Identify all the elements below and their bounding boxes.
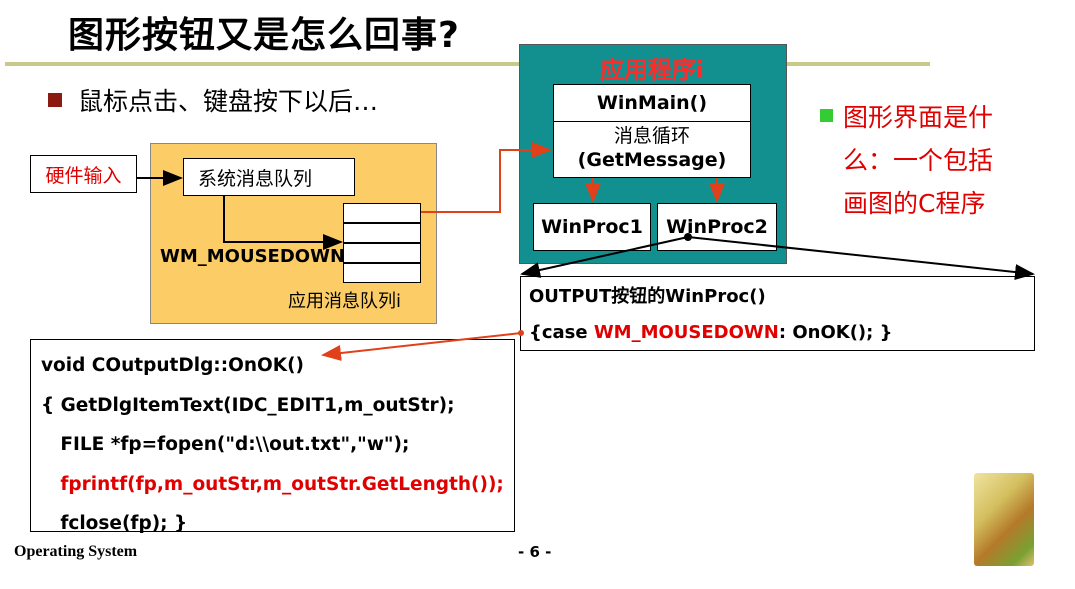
winproc2-box: WinProc2 — [657, 203, 777, 251]
code-line: FILE *fp=fopen("d:\\out.txt","w"); — [41, 434, 410, 455]
gui-note-line: 么：一个包括 — [843, 146, 994, 175]
queue-cell — [343, 203, 421, 223]
queue-cell — [343, 243, 421, 263]
application-title: 应用程序i — [599, 56, 705, 84]
title-divider — [5, 62, 930, 66]
system-queue-label: 系统消息队列 — [198, 167, 313, 190]
case-suffix: : OnOK(); } — [778, 322, 893, 343]
onok-code-box: void COutputDlg::OnOK() { GetDlgItemText… — [30, 339, 515, 534]
queue-cell — [343, 263, 421, 283]
gui-note-line: 图形界面是什 — [820, 96, 993, 139]
winproc2-expand-right-arrow — [687, 236, 1035, 281]
page-title: 图形按钮又是怎么回事? — [68, 15, 460, 56]
queue-cell — [343, 223, 421, 243]
code-line: { GetDlgItemText(IDC_EDIT1,m_outStr); — [41, 394, 455, 416]
green-bullet-icon — [820, 109, 833, 122]
case-to-onok-arrow — [321, 332, 522, 361]
case-prefix: {case — [529, 322, 594, 343]
winmain-label: WinMain() — [554, 85, 750, 122]
getmessage-label: (GetMessage) — [577, 149, 727, 171]
bullet-line: 鼠标点击、键盘按下以后… — [48, 82, 378, 118]
bullet-square-icon — [48, 93, 62, 107]
sysqueue-to-appqueue-arrow — [223, 196, 343, 250]
code-line: fprintf(fp,m_outStr,m_outStr.GetLength()… — [41, 473, 504, 495]
bullet-text: 鼠标点击、键盘按下以后… — [78, 87, 379, 116]
winmain-box: WinMain() 消息循环 (GetMessage) — [553, 84, 751, 178]
hardware-input-box: 硬件输入 — [30, 155, 137, 193]
gui-note-line: 画图的C程序 — [843, 189, 986, 218]
winproc2-expand-left-arrow — [520, 236, 689, 278]
footer-course-name: Operating System — [14, 543, 138, 560]
code-line: void COutputDlg::OnOK() — [41, 355, 304, 376]
message-loop-label: 消息循环 — [613, 125, 690, 147]
wm-mousedown-label: WM_MOUSEDOWN — [160, 246, 346, 267]
book-cover-logo — [974, 473, 1034, 566]
code-line: fclose(fp); } — [41, 513, 188, 534]
gui-note: 图形界面是什 么：一个包括 画图的C程序 — [820, 96, 993, 225]
footer-page-number: - 6 - — [518, 543, 552, 561]
app-queue-label: 应用消息队列i — [288, 291, 402, 312]
output-winproc-title: OUTPUT按钮的WinProc() — [529, 286, 766, 307]
output-winproc-case: {case WM_MOUSEDOWN: OnOK(); } — [529, 322, 1026, 343]
appqueue-to-winmain-arrow — [421, 142, 552, 213]
case-message: WM_MOUSEDOWN — [593, 322, 779, 343]
winproc1-box: WinProc1 — [533, 203, 651, 251]
system-queue-box: 系统消息队列 — [183, 158, 355, 196]
output-winproc-box: OUTPUT按钮的WinProc() {case WM_MOUSEDOWN: O… — [520, 276, 1035, 351]
